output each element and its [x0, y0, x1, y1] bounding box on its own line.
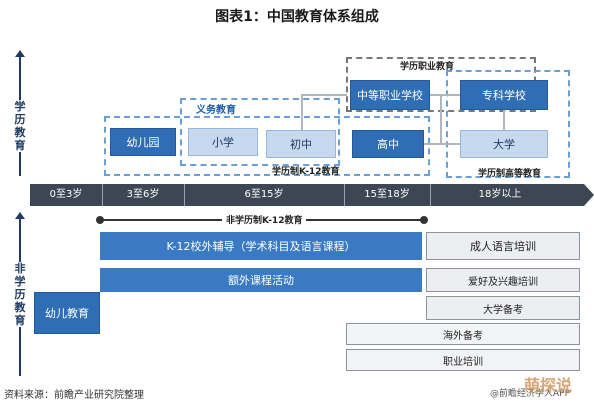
academic-education-label: 学历教育: [12, 100, 28, 152]
higher-education-group: [446, 70, 570, 178]
kindergarten-box: 幼儿园: [110, 128, 176, 156]
span-end-dot: [420, 216, 428, 224]
adult-language-training-box: 成人语言培训: [426, 232, 580, 260]
age-bar-arrow: [584, 184, 594, 206]
connector-college-university-v: [503, 109, 505, 131]
academic-axis-arrow: [15, 50, 25, 57]
age-segment-3-6: 3至6岁: [126, 189, 160, 200]
non-academic-axis-arrow: [15, 212, 25, 219]
connector-junior-vocational: [301, 94, 347, 96]
higher-education-group-label: 学历制高等教育: [478, 169, 542, 179]
k12-education-group: [104, 116, 430, 176]
non-academic-k12-label: 非学历制K-12教育: [222, 213, 307, 226]
compulsory-education-group-label: 义务教育: [194, 101, 238, 116]
watermark-text: 萌探说: [524, 376, 573, 395]
senior-high-box: 高中: [352, 130, 424, 158]
age-separator: [184, 184, 185, 206]
brand-credit: @前瞻经济学人APP: [490, 389, 571, 399]
age-segment-0-3: 0至3岁: [49, 189, 83, 200]
age-segment-18-plus: 18岁以上: [478, 189, 522, 200]
age-separator: [102, 184, 103, 206]
chart-title: 图表1：中国教育体系组成: [215, 9, 379, 25]
age-separator: [344, 184, 345, 206]
connector-senior-university: [424, 143, 460, 145]
source-note: 资料来源：前瞻产业研究院整理: [4, 390, 144, 401]
university-box: 大学: [460, 130, 548, 158]
overseas-prep-box: 海外备考: [346, 323, 580, 345]
connector-vocational-college: [429, 94, 461, 96]
age-separator: [430, 184, 431, 206]
early-education-box: 幼儿教育: [34, 292, 100, 334]
primary-school-box: 小学: [188, 128, 258, 156]
hobby-interest-training-box: 爱好及兴趣培训: [426, 268, 580, 292]
connector-senior-college-v: [440, 94, 442, 145]
non-academic-education-label: 非学历教育: [12, 262, 28, 327]
vocational-education-group-label: 学历职业教育: [400, 62, 455, 72]
junior-high-box: 初中: [266, 130, 336, 158]
age-segment-6-15: 6至15岁: [244, 189, 284, 200]
k12-tutoring-bar: K-12校外辅导（学术科目及语言课程）: [100, 232, 422, 260]
vocational-secondary-box: 中等职业学校: [350, 80, 430, 110]
compulsory-education-group: [180, 98, 340, 166]
age-segment-15-18: 15至18岁: [364, 189, 410, 200]
connector-junior-vocational-v: [301, 94, 303, 130]
k12-education-group-label: 学历制K-12教育: [272, 167, 340, 177]
extracurricular-bar: 额外课程活动: [100, 268, 422, 292]
age-bar: 0至3岁 3至6岁 6至15岁 15至18岁 18岁以上: [30, 184, 594, 206]
university-prep-box: 大学备考: [426, 296, 580, 320]
span-start-dot: [96, 216, 104, 224]
vocational-training-box: 职业培训: [346, 349, 580, 371]
vocational-college-box: 专科学校: [460, 80, 548, 110]
